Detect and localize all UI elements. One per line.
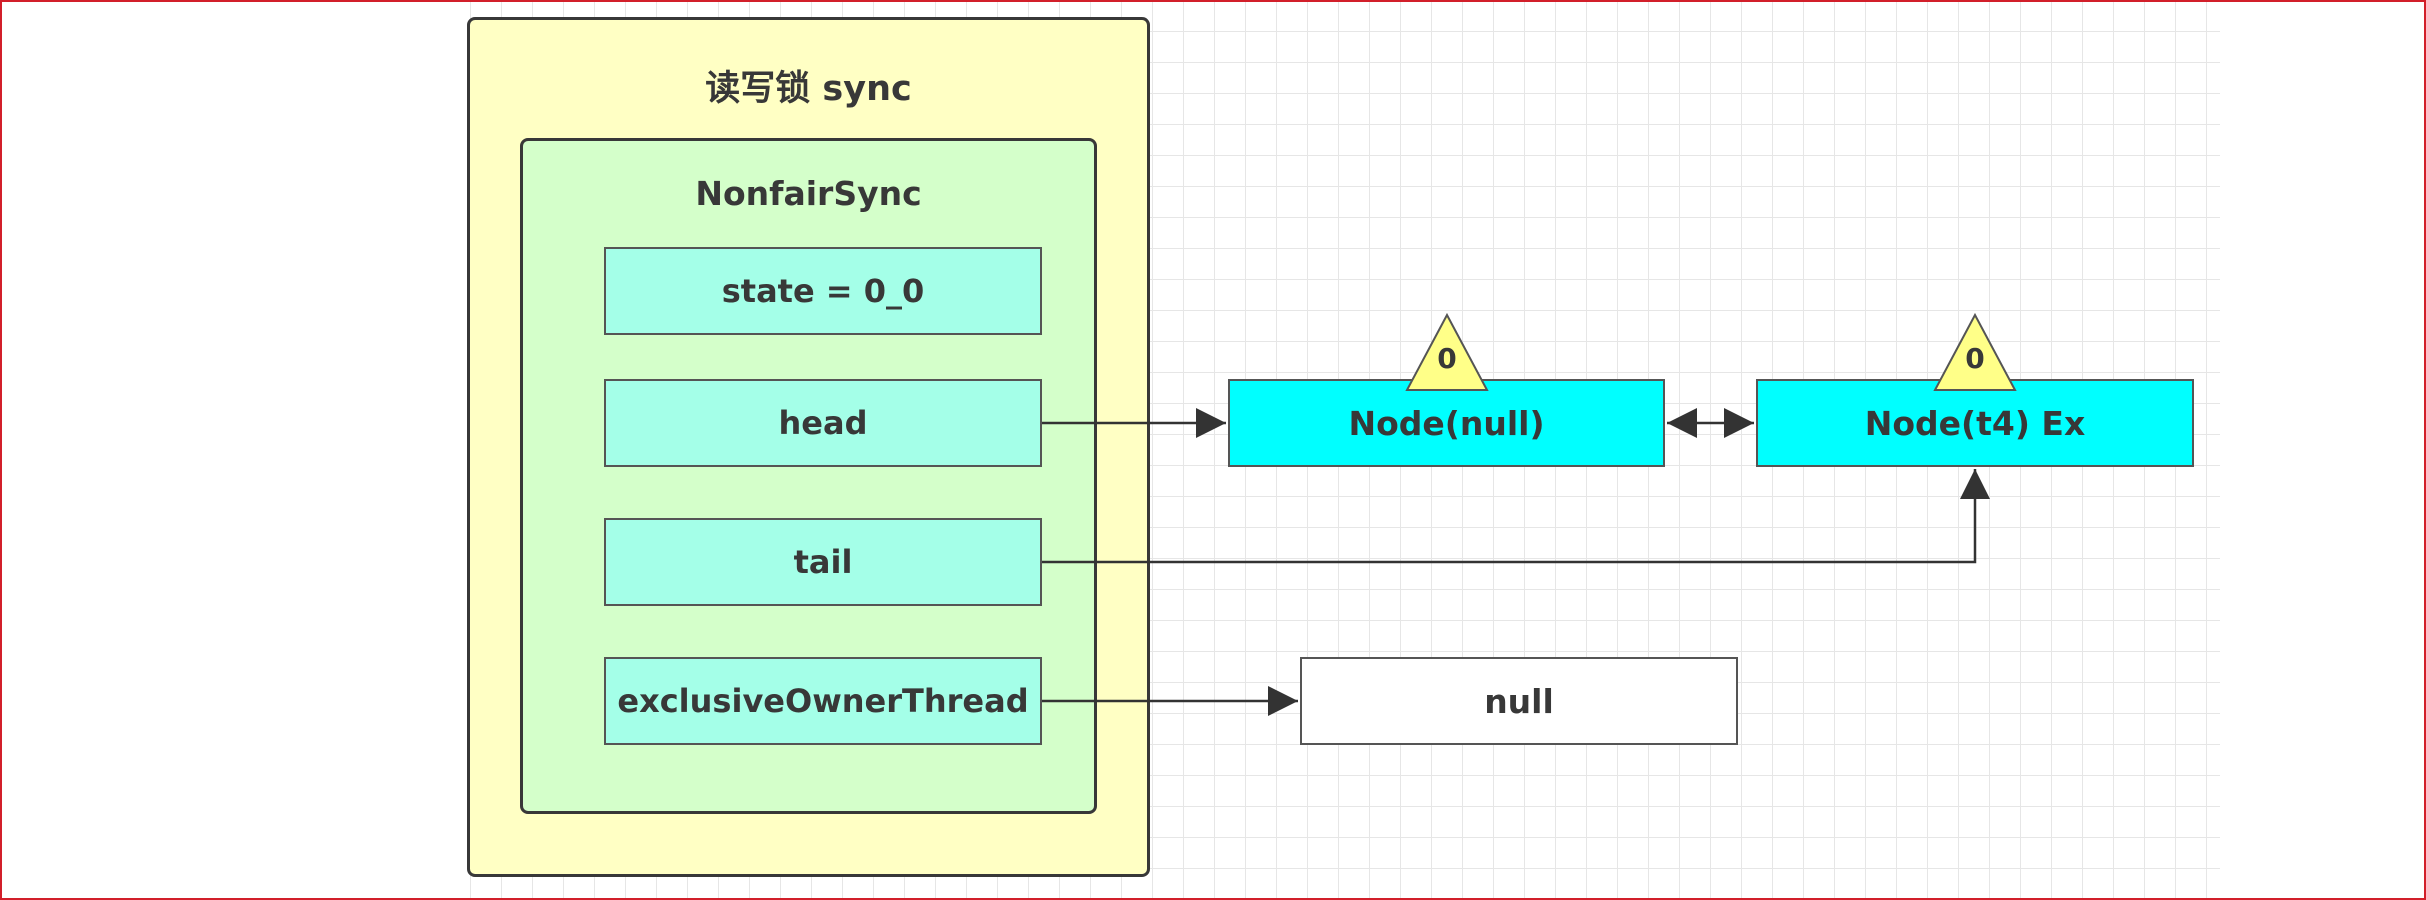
tail-field-label: tail — [793, 543, 853, 581]
node-null-waitstatus-triangle — [1405, 312, 1489, 391]
exclusive-owner-thread-field[interactable]: exclusiveOwnerThread — [604, 657, 1042, 745]
state-field-label: state = 0_0 — [721, 272, 925, 310]
node-null-label: Node(null) — [1348, 403, 1545, 443]
exclusive-owner-thread-label: exclusiveOwnerThread — [617, 682, 1029, 720]
head-field[interactable]: head — [604, 379, 1042, 467]
nonfair-sync-title: NonfairSync — [695, 174, 922, 213]
node-t4-label: Node(t4) Ex — [1864, 403, 2086, 443]
tail-arrow — [1042, 469, 1990, 564]
owner-null-box[interactable]: null — [1300, 657, 1738, 745]
node-t4[interactable]: Node(t4) Ex — [1756, 379, 2194, 467]
head-field-label: head — [778, 404, 868, 442]
node-t4-waitstatus-triangle — [1933, 312, 2017, 391]
node-t4-waitstatus: 0 — [1965, 342, 1985, 375]
owner-null-label: null — [1484, 681, 1554, 721]
tail-field[interactable]: tail — [604, 518, 1042, 606]
state-field[interactable]: state = 0_0 — [604, 247, 1042, 335]
node-null-waitstatus: 0 — [1437, 342, 1457, 375]
sync-title: 读写锁 sync — [705, 69, 912, 109]
node-null[interactable]: Node(null) — [1228, 379, 1665, 467]
